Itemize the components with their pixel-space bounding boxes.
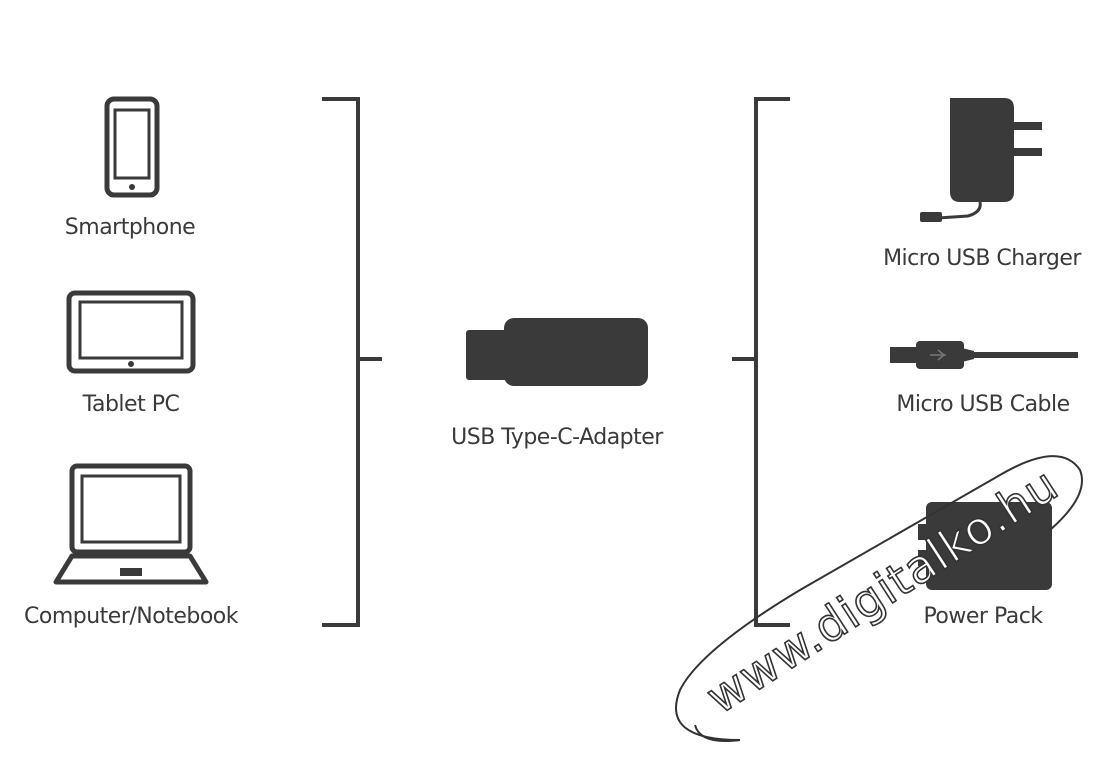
left-bracket	[322, 97, 382, 627]
usb-type-c-adapter-icon	[466, 318, 648, 386]
computer-label: Computer/Notebook	[24, 604, 238, 629]
power-pack-icon	[918, 502, 1052, 590]
cable-label: Micro USB Cable	[896, 392, 1070, 417]
adapter-label: USB Type-C-Adapter	[451, 425, 663, 450]
charger-icon	[920, 98, 1042, 222]
charger-label: Micro USB Charger	[883, 246, 1081, 271]
smartphone-label: Smartphone	[64, 215, 196, 240]
smartphone-icon	[104, 96, 160, 198]
tablet-label: Tablet PC	[82, 392, 180, 417]
watermark-text: www.digitalko.hu	[697, 457, 1068, 724]
watermark: www.digitalko.hu	[675, 455, 1083, 742]
power-pack-label: Power Pack	[923, 604, 1043, 629]
tablet-icon	[66, 290, 196, 374]
right-bracket	[732, 97, 790, 627]
laptop-icon	[53, 463, 209, 585]
micro-usb-cable-icon	[890, 341, 1078, 369]
